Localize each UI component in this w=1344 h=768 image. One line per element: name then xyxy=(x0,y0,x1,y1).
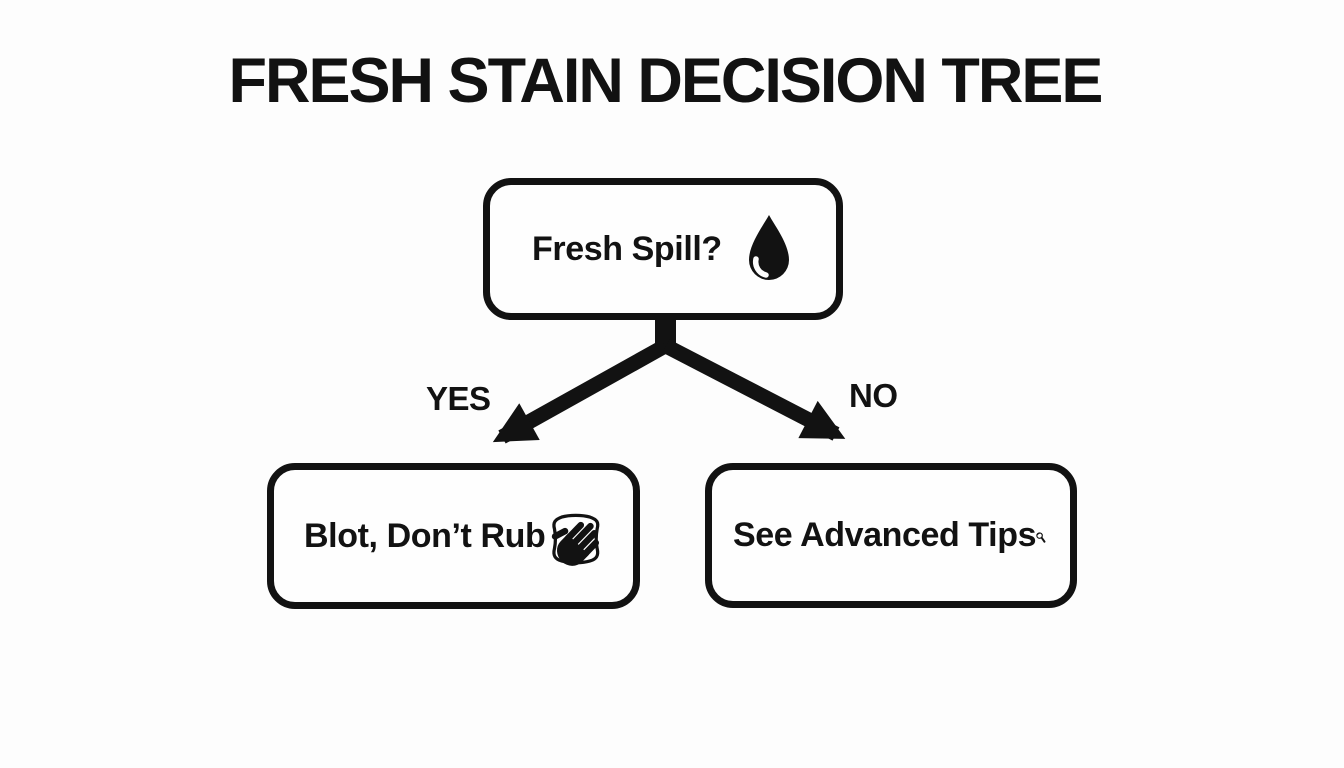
diagram-title: FRESH STAIN DECISION TREE xyxy=(228,46,1104,116)
no-branch-label: NO xyxy=(849,377,898,414)
droplet-icon xyxy=(749,215,789,280)
no-arrow xyxy=(662,339,846,441)
decision-node-fresh-spill: Fresh Spill? xyxy=(483,178,843,320)
decision-node-label: Fresh Spill? xyxy=(532,229,722,268)
action-node-blot-label: Blot, Don’t Rub xyxy=(304,516,546,555)
action-node-blot: Blot, Don’t Rub xyxy=(267,463,640,609)
action-node-advanced-tips: See Advanced Tips xyxy=(705,463,1077,608)
branch-arrows xyxy=(492,313,846,444)
cloth-blot-hand-icon xyxy=(552,513,600,566)
action-node-advanced-tips-label: See Advanced Tips xyxy=(733,516,1037,554)
yes-arrow xyxy=(492,339,669,444)
magnifying-glass-icon xyxy=(1036,531,1046,543)
yes-branch-label: YES xyxy=(426,380,491,417)
